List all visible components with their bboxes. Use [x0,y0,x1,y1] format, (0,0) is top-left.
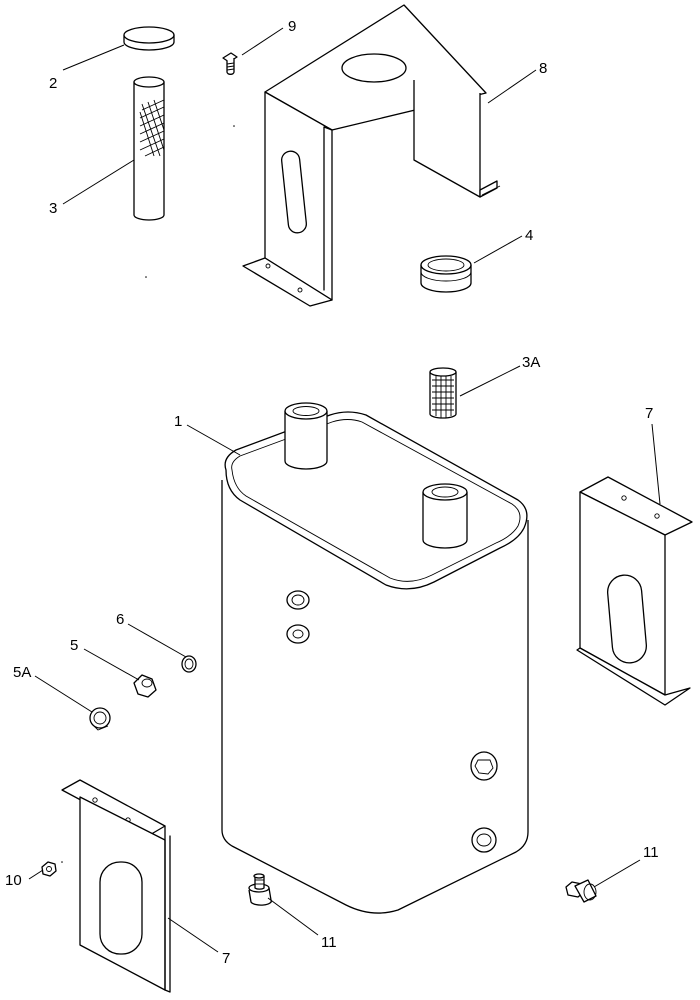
callout-2: 2 [49,75,57,92]
leader-1 [186,424,241,456]
callout-5a: 5A [13,664,31,681]
leader-7-left [167,917,219,953]
callouts: 2 3 9 8 4 3A 1 7 6 5 5A 10 11 11 7 [5,18,659,967]
leader-10 [28,869,44,880]
callout-3: 3 [49,200,57,217]
leader-11-right [593,859,641,888]
part-8-bracket [242,4,501,307]
callout-4: 4 [525,227,533,244]
part-9-bolt [222,52,238,75]
leader-4 [473,235,523,264]
leader-3a [459,365,521,397]
leader-2 [62,44,125,71]
callout-10: 10 [5,872,22,889]
part-1-tank [221,402,529,914]
scan-specks [61,125,235,863]
part-11-plug-bottom [248,873,272,906]
part-10-nut [41,861,57,877]
callout-6: 6 [116,611,124,628]
part-5a-fitting [89,707,111,731]
leader-11-bottom [267,897,319,936]
callout-7-left: 7 [222,950,230,967]
leader-8 [487,69,537,104]
part-11-plug-right [565,879,597,903]
part-4-grommet [420,255,472,293]
part-3-strainer-tube [133,76,165,221]
leader-9 [241,27,284,56]
part-7-bracket-left [61,779,171,993]
part-6-o-ring [181,655,197,673]
callout-7-right: 7 [645,405,653,422]
callout-11-right: 11 [643,844,659,861]
part-5-fitting [133,674,157,698]
part-2-cap [123,26,175,51]
part-7-bracket-right [576,476,693,706]
callout-3a: 3A [522,354,540,371]
callout-11-bottom: 11 [321,934,337,951]
leader-5a [34,675,93,713]
part-3a-filter-element [429,367,457,419]
callout-5: 5 [70,637,78,654]
leader-7-right [651,423,661,505]
callout-8: 8 [539,60,547,77]
callout-1: 1 [174,413,182,430]
leader-5 [83,648,140,681]
leader-lines [28,27,661,953]
callout-9: 9 [288,18,296,35]
leader-6 [127,623,187,658]
leader-3 [62,159,135,205]
